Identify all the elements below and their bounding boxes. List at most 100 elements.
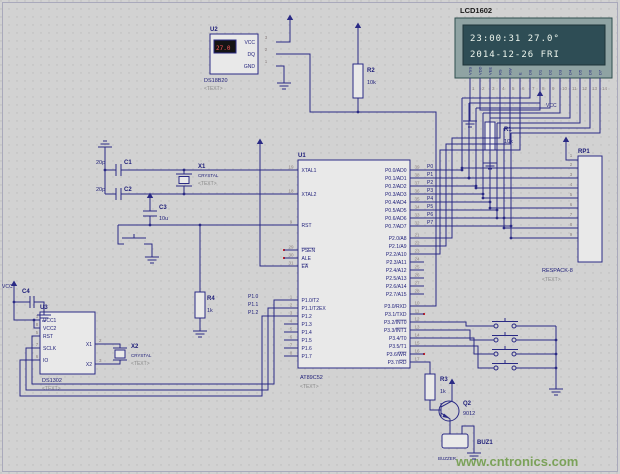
u1-pin-name: ALE	[302, 256, 312, 262]
wire	[424, 361, 431, 374]
rp1-pin-number: 2	[570, 162, 573, 167]
bus-label: P6	[427, 212, 433, 218]
wire	[440, 412, 451, 434]
wire	[117, 225, 124, 245]
push-button[interactable]	[424, 329, 556, 343]
wire-label-p11: P1.1	[248, 302, 259, 308]
u3-pin-number: 3	[99, 358, 102, 363]
wire-label-p10: P1.0	[248, 294, 259, 300]
c2-value: 20p	[96, 187, 105, 193]
u1-pin-number: 8	[290, 351, 293, 356]
u1-pin-name: P2.5/A13	[386, 276, 407, 282]
lcd-pin-number: 6	[522, 86, 525, 91]
u1-pin-name: P2.1/A9	[389, 244, 407, 250]
lcd-pin-number: 14	[602, 86, 608, 91]
u1-pin-number: 36	[414, 189, 420, 194]
lcd-pin-name: RW	[508, 68, 513, 75]
u3-pin-name: RST	[43, 334, 53, 340]
rp1-ref: RP1	[578, 149, 590, 155]
temp-sensor-ds18b20[interactable]: 27.0 U2 DS18B20 <TEXT> VCC DQ GND 3 2 1	[204, 27, 268, 92]
u1-pin-name: RST	[302, 223, 312, 229]
push-button[interactable]	[424, 318, 556, 329]
lcd-pin-number: 3	[492, 86, 495, 91]
lcd-line1: 23:00:31 27.0°	[470, 34, 560, 44]
rp1-value: RESPACK-8	[542, 268, 573, 274]
lcd-pin-name: RS	[498, 69, 503, 75]
u2-ref: U2	[210, 27, 218, 33]
u3-pin-name: SCLK	[43, 346, 57, 352]
lcd-pin-name: D3	[558, 69, 563, 75]
p0-net	[511, 92, 601, 134]
u2-pin-number: 2	[265, 47, 268, 52]
mcu-at89c52[interactable]: U1 AT89C52 <TEXT>	[297, 153, 411, 390]
u1-value: AT89C52	[300, 375, 323, 381]
junction-dot	[198, 223, 202, 227]
bus-label: P2	[427, 180, 433, 186]
u1-pin-number: 1	[290, 295, 293, 300]
lcd-pin-number: 11	[572, 86, 577, 91]
u1-pin-number: 37	[414, 181, 420, 186]
lcd-module-lcd1602[interactable]: LCD1602 23:00:31 27.0° 2014-12-26 FRI	[454, 6, 613, 79]
wire	[25, 307, 284, 391]
junction-dot	[502, 216, 506, 220]
c4-ref: C4	[22, 289, 30, 295]
u1-pin-number: 32	[414, 221, 420, 226]
lcd-pin-number: 7	[532, 86, 535, 91]
u1-pin-name: P0.6/AD6	[385, 216, 407, 222]
wire	[95, 360, 121, 365]
rp1-pin-number: 3	[570, 172, 573, 177]
u1-pin-name: P1.1/T2EX	[302, 306, 327, 312]
junction-dot	[488, 206, 492, 210]
rp1-pin-number: 5	[570, 192, 573, 197]
p0-net	[469, 92, 541, 104]
u1-pin-name: P0.2/AD2	[385, 184, 407, 190]
reset-button[interactable]	[122, 234, 146, 246]
button-net	[424, 321, 494, 327]
resistor-pack-rp1[interactable]: RP1 RESPACK-8 <TEXT>	[542, 149, 603, 283]
u1-pin-name: P1.6	[302, 346, 313, 352]
u1-pin-number: 9	[290, 220, 293, 225]
u1-pin-number: 7	[290, 343, 293, 348]
lcd-pin-name: VDD	[478, 66, 483, 75]
rtc-ds1302[interactable]: U3 DS1302 <TEXT> VCC1 VCC2 RST SCLK IO X…	[36, 305, 102, 392]
u3-pin-number: 2	[99, 338, 102, 343]
u2-pin-name: DQ	[248, 52, 256, 58]
bus-label: P7	[427, 220, 433, 226]
push-button[interactable]	[424, 345, 556, 371]
lcd-pin-number: 2	[482, 86, 485, 91]
u3-pin-number: 8	[36, 322, 39, 327]
r4-value: 1k	[207, 308, 213, 314]
u1-pin-number: 24	[414, 257, 420, 262]
u1-pin-number: 34	[414, 205, 420, 210]
u1-pin-number: 27	[414, 281, 420, 286]
lcd-ref: LCD1602	[460, 6, 492, 15]
u1-pin-name: P2.2/A10	[386, 252, 407, 258]
u1-pin-number: 39	[414, 165, 420, 170]
q2-ref: Q2	[463, 401, 472, 407]
junction-dot	[32, 318, 36, 322]
buzzer-buz1[interactable]: BUZ1 BUZZER	[438, 433, 493, 461]
p0-net	[504, 92, 591, 129]
u1-pin-name: XTAL2	[302, 192, 317, 198]
u1-pin-name: P3.5/T1	[389, 344, 407, 350]
wire	[276, 26, 291, 43]
rp1-text-placeholder: <TEXT>	[542, 277, 561, 283]
button-net	[424, 329, 494, 341]
junction-dot	[467, 176, 471, 180]
u3-pin-number: 6	[36, 354, 39, 359]
bus-label: P1	[427, 172, 433, 178]
vcc-label: VCC	[546, 103, 557, 109]
u1-pin-number: 3	[290, 311, 293, 316]
lcd-screen	[462, 24, 606, 66]
lcd-pin-name: E	[518, 72, 523, 75]
u3-pin-number: 1	[36, 314, 39, 319]
wire	[19, 315, 284, 397]
rp1-pin-number: 8	[570, 222, 573, 227]
c1-value: 20p	[96, 160, 105, 166]
junction-dot	[495, 208, 499, 212]
rp1-pin-number: 7	[570, 212, 573, 217]
x1-value: CRYSTAL	[198, 173, 219, 178]
junction-dot	[554, 366, 558, 370]
wire	[565, 148, 578, 161]
u1-pin-name: P1.2	[302, 314, 313, 320]
